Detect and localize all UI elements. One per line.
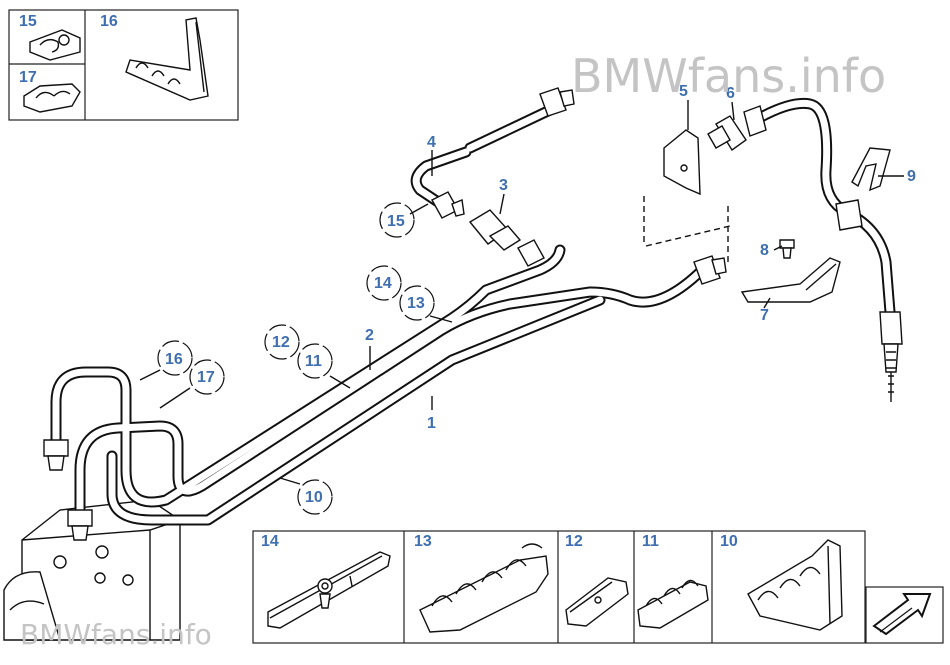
bracket-14-drawing [267,551,391,629]
inset-label-12: 12 [565,533,583,550]
bracket-7-drawing [740,257,841,303]
brake-pipes [50,97,896,526]
callout-17: 17 [197,369,215,386]
leader-lines [139,100,904,485]
clip-17-drawing [23,83,81,113]
callout-10: 10 [305,489,323,506]
assembly-guide-lines [643,196,731,262]
inset-clips-10-14: 14 13 12 11 10 [252,530,866,644]
callout-7: 7 [760,307,769,324]
callout-11: 11 [305,353,322,370]
clip-9-drawing [851,147,891,192]
inset-label-17: 17 [19,69,37,86]
bracket-5-drawing [663,129,701,196]
callout-6: 6 [726,85,735,102]
callout-16: 16 [165,351,183,368]
clip-10-drawing [747,539,843,631]
callout-12: 12 [272,334,290,351]
inset-label-15: 15 [19,13,37,30]
pipe-fittings [43,87,727,541]
watermark-top: BMWfans.info [571,49,886,103]
callout-8: 8 [760,242,769,259]
clip-16-drawing [125,17,209,101]
clip-11-drawing [637,579,709,629]
inset-label-10: 10 [720,533,738,550]
callout-9: 9 [907,168,916,185]
clip-12-drawing [565,577,629,627]
callout-1: 1 [427,415,436,432]
callout-2: 2 [365,327,374,344]
inset-label-16: 16 [100,13,118,30]
brake-hose-6-drawing [707,105,903,402]
next-page-arrow[interactable] [865,586,944,644]
watermark-bottom: BMWfans.info [20,618,212,651]
callout-15: 15 [387,213,405,230]
callout-labels: 1 2 3 4 5 6 7 8 9 10 11 12 13 14 15 16 1… [165,83,916,506]
hydraulic-unit-drawing [3,499,181,641]
clip-13-drawing [419,543,549,633]
inset-label-13: 13 [414,533,432,550]
callout-3: 3 [499,177,508,194]
inset-clips-15-16-17: 15 16 17 [8,9,239,121]
callout-4: 4 [427,134,436,151]
callout-14: 14 [374,275,392,292]
inset-label-14: 14 [261,533,279,550]
bolt-8-drawing [779,239,795,259]
clip-15-drawing [29,29,81,61]
callout-13: 13 [407,295,425,312]
inset-label-11: 11 [642,533,659,550]
callout-rings [157,202,435,515]
callout-5: 5 [679,83,688,100]
